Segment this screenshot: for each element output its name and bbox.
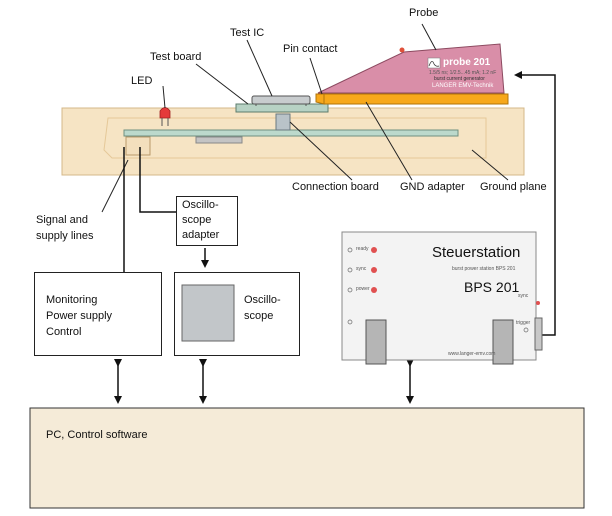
indicator-label-2: sync bbox=[356, 266, 367, 272]
oscilloscope-adapter-box bbox=[176, 196, 238, 246]
oscilloscope-text: Oscillo- scope bbox=[244, 294, 281, 322]
probe-body bbox=[317, 43, 505, 94]
label-connection-board: Connection board bbox=[292, 181, 379, 193]
steuerstation-subtitle: burst power station BPS 201 bbox=[452, 266, 516, 272]
steuerstation-foot-left bbox=[365, 319, 387, 365]
connection-board bbox=[123, 129, 459, 137]
pc-connections bbox=[114, 359, 414, 404]
oscilloscope-box bbox=[174, 272, 300, 356]
probe-spec: 1.5/5 ns; 1/2.5...45 mA; 1.2 nF bbox=[429, 70, 497, 76]
steuerstation-website: www.langer-emv.com bbox=[448, 351, 496, 357]
led bbox=[159, 107, 171, 119]
monitoring-box bbox=[34, 272, 162, 356]
indicator-label-3: power bbox=[356, 286, 370, 292]
label-gnd-adapter: GND adapter bbox=[400, 181, 465, 193]
steuerstation-model: BPS 201 bbox=[464, 279, 520, 295]
label-ground-plane: Ground plane bbox=[480, 181, 547, 193]
probe-brand: LANGER EMV-Technik bbox=[432, 83, 494, 89]
arrow-station-to-probe bbox=[514, 71, 556, 336]
steuerstation-trigger-label: trigger bbox=[516, 320, 531, 326]
probe-button bbox=[399, 47, 405, 53]
ground-plane-inner-outline bbox=[103, 117, 487, 159]
probe-logo bbox=[427, 57, 441, 69]
label-probe: Probe bbox=[409, 7, 439, 19]
label-test-ic: Test IC bbox=[230, 27, 265, 39]
indicator-led-3 bbox=[371, 287, 377, 293]
board-connector bbox=[125, 136, 151, 156]
pc-text: PC, Control software bbox=[46, 429, 148, 441]
label-pin-contact: Pin contact bbox=[283, 43, 338, 55]
monitoring-text: Monitoring Power supply Control bbox=[46, 294, 113, 338]
gnd-adapter-tip bbox=[315, 93, 325, 105]
label-led: LED bbox=[131, 75, 153, 87]
steuerstation-title: Steuerstation bbox=[432, 244, 521, 261]
gnd-adapter-plate bbox=[323, 93, 509, 105]
support-pillar bbox=[275, 113, 291, 131]
indicator-led-2 bbox=[371, 267, 377, 273]
label-test-board: Test board bbox=[150, 51, 202, 63]
indicator-led-1 bbox=[371, 247, 377, 253]
oscilloscope-adapter-text: Oscillo- scope adapter bbox=[182, 199, 220, 241]
steuerstation-sync-label: sync bbox=[518, 293, 529, 299]
signal-line-osc-adapter bbox=[139, 147, 176, 213]
probe-name: probe 201 bbox=[443, 57, 491, 68]
test-board bbox=[235, 103, 329, 113]
component-block bbox=[195, 136, 243, 144]
label-signal-supply-lines: Signal and supply lines bbox=[36, 214, 94, 242]
test-ic bbox=[251, 95, 311, 105]
steuerstation-output-port bbox=[534, 317, 543, 351]
probe-type: burst current generator bbox=[434, 76, 485, 82]
oscilloscope-screen bbox=[181, 284, 235, 342]
pc-box bbox=[29, 407, 585, 509]
steuerstation-foot-right bbox=[492, 319, 514, 365]
indicator-label-1: ready bbox=[356, 246, 369, 252]
